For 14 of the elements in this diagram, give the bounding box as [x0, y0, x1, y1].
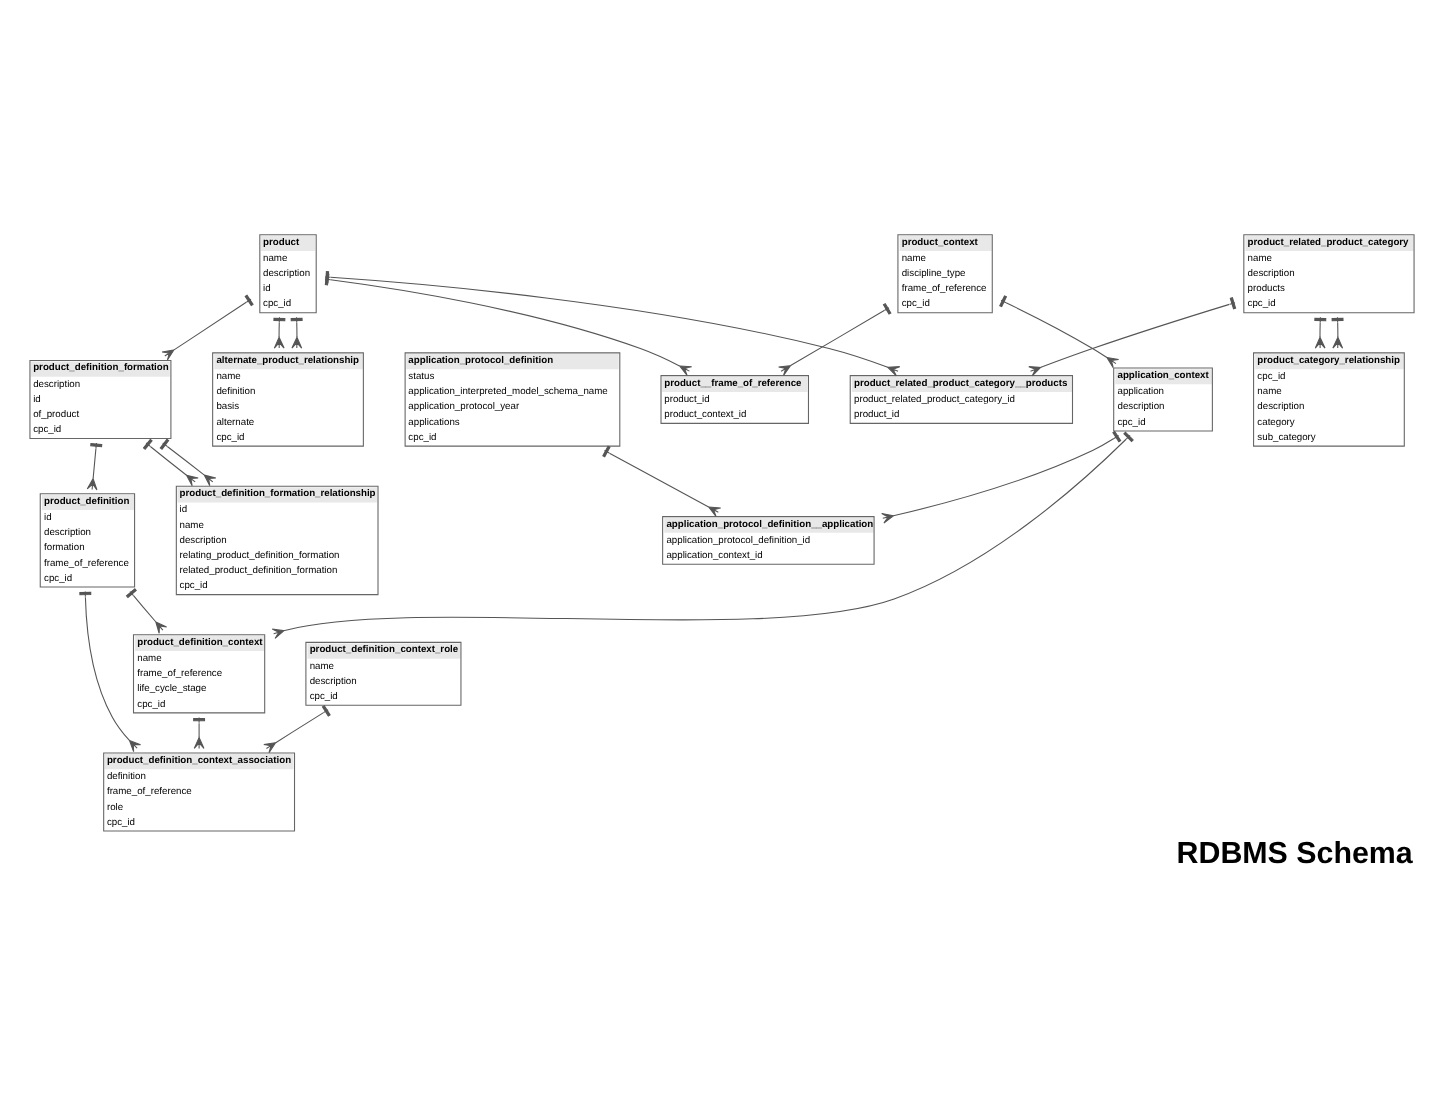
connector	[125, 588, 168, 634]
connector	[881, 430, 1122, 524]
connector	[999, 295, 1120, 369]
connector	[159, 438, 217, 487]
connector	[263, 704, 331, 754]
connector	[1028, 297, 1237, 377]
diagram-title: RDBMS Schema	[1176, 836, 1413, 871]
connector	[1331, 316, 1344, 349]
connector	[271, 431, 1134, 639]
connector	[142, 438, 199, 487]
connector	[86, 442, 103, 491]
connector	[778, 302, 892, 376]
connector	[161, 294, 254, 361]
connector	[602, 445, 722, 518]
